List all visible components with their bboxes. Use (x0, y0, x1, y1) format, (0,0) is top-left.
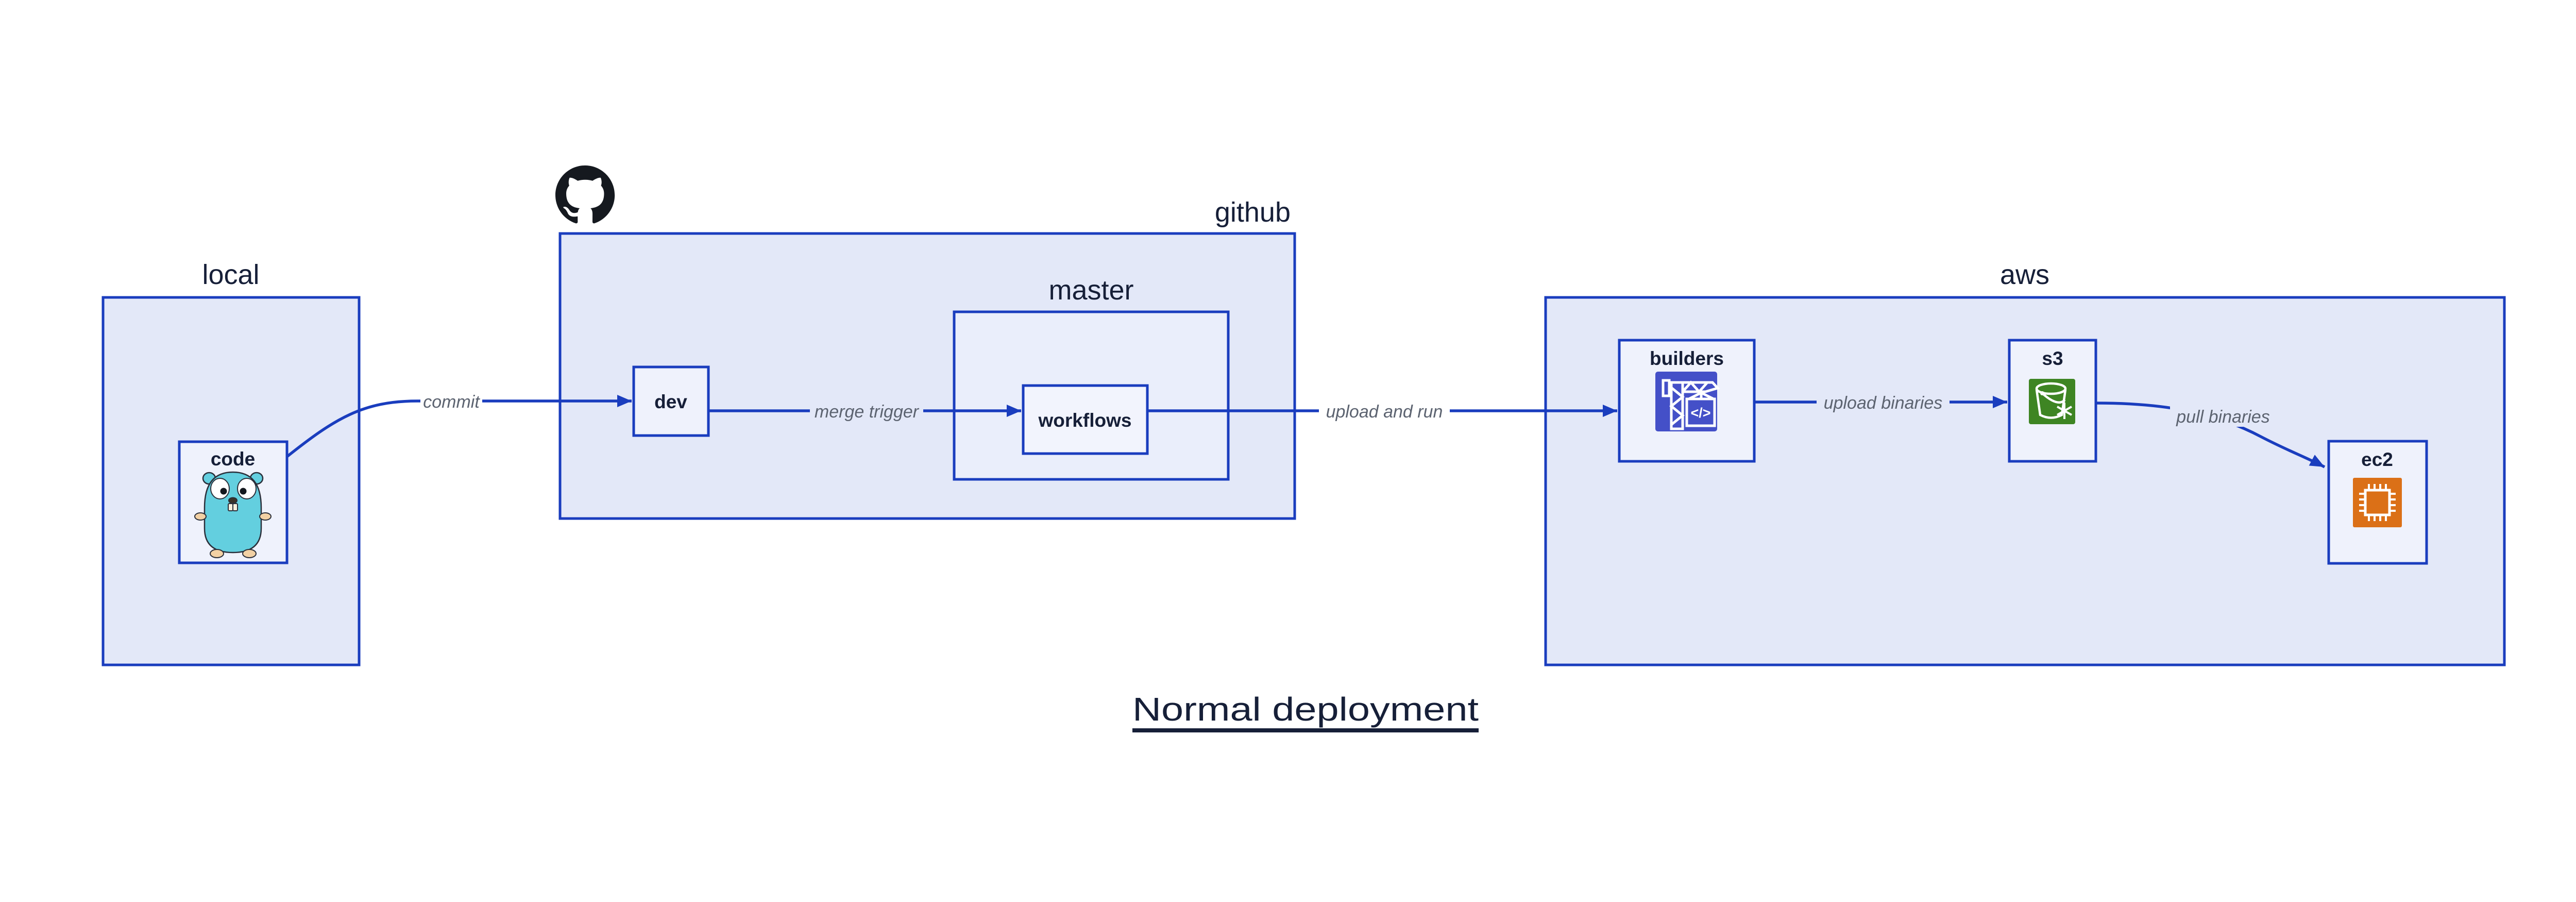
builders-node-label: builders (1650, 348, 1724, 369)
github-group-label: github (1215, 197, 1291, 228)
dev-node-label: dev (654, 391, 687, 412)
go-gopher-icon (194, 471, 272, 558)
s3-node-label: s3 (2042, 348, 2063, 369)
edge-label-bg (1817, 391, 1950, 413)
node-builders: builders </> (1618, 339, 1756, 463)
node-ec2: ec2 (2327, 440, 2428, 565)
workflows-node-label: workflows (1038, 410, 1132, 431)
s3-bucket-icon (2029, 379, 2075, 424)
edge-label-bg (2170, 405, 2276, 427)
snowflake-glyph (2057, 403, 2072, 419)
code-node-label: code (211, 448, 255, 470)
crane-package-glyph: </> (1690, 405, 1710, 421)
github-octocat-icon (555, 165, 615, 224)
edge-label-commit: commit (423, 392, 480, 412)
aws-group-label: aws (2000, 259, 2049, 290)
node-code: code (178, 440, 289, 564)
ec2-node-label: ec2 (2361, 449, 2393, 470)
edge-label-merge-trigger: merge trigger (815, 402, 920, 422)
master-subgroup-label: master (1048, 275, 1133, 306)
edge-label-upload-and-run: upload and run (1326, 402, 1443, 422)
codebuild-crane-icon: </> (1655, 372, 1720, 431)
edge-pull-binaries (2096, 402, 2326, 469)
workflows-node-box (1022, 384, 1149, 455)
edge-label-bg (1319, 400, 1450, 422)
node-s3: s3 (2008, 339, 2097, 463)
diagram-title: Normal deployment (1132, 691, 1479, 728)
edge-label-pull-binaries: pull binaries (2176, 407, 2269, 427)
dev-node-box (632, 365, 710, 437)
local-group-label: local (202, 259, 259, 290)
edge-labels: commit merge trigger upload and run uplo… (420, 390, 2276, 427)
edge-label-upload-binaries: upload binaries (1824, 393, 1943, 413)
edge-commit (286, 395, 632, 458)
node-dev: dev (632, 365, 710, 437)
edge-label-bg (420, 390, 482, 412)
edge-label-bg (810, 400, 923, 422)
ec2-chip-icon (2353, 478, 2402, 527)
node-workflows: workflows (1022, 384, 1149, 455)
